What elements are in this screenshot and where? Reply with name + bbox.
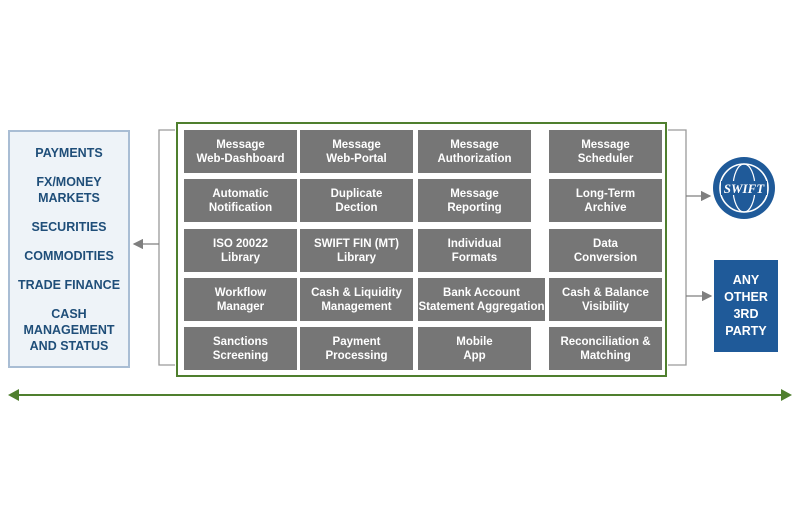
swift-logo-text: SWIFT [724, 181, 766, 196]
module-automatic-notification: Automatic Notification [184, 179, 297, 222]
module-bank-account-statement-aggregation: Bank Account Statement Aggregation [418, 278, 545, 321]
module-cash-balance-visibility: Cash & Balance Visibility [549, 278, 662, 321]
module-mobile-app: Mobile App [418, 327, 531, 370]
asset-class-cash-management: CASH MANAGEMENT AND STATUS [23, 306, 115, 353]
module-payment-processing: Payment Processing [300, 327, 413, 370]
module-message-reporting: Message Reporting [418, 179, 531, 222]
module-data-conversion: Data Conversion [549, 229, 662, 272]
module-duplicate-dection: Duplicate Dection [300, 179, 413, 222]
module-message-authorization: Message Authorization [418, 130, 531, 173]
module-individual-formats: Individual Formats [418, 229, 531, 272]
module-message-scheduler: Message Scheduler [549, 130, 662, 173]
module-message-web-dashboard: Message Web-Dashboard [184, 130, 297, 173]
asset-class-commodities: COMMODITIES [24, 248, 114, 263]
asset-class-fx-money-markets: FX/MONEY MARKETS [36, 174, 102, 205]
asset-class-panel: PAYMENTS FX/MONEY MARKETS SECURITIES COM… [8, 130, 130, 368]
bottom-double-arrow [8, 389, 792, 401]
module-long-term-archive: Long-Term Archive [549, 179, 662, 222]
asset-class-trade-finance: TRADE FINANCE [17, 277, 121, 292]
globe-icon: SWIFT [719, 163, 769, 213]
module-workflow-manager: Workflow Manager [184, 278, 297, 321]
swift-logo: SWIFT [713, 157, 775, 219]
asset-class-payments: PAYMENTS [35, 145, 103, 160]
module-cash-liquidity-management: Cash & Liquidity Management [300, 278, 413, 321]
left-bracket [158, 129, 175, 366]
module-message-web-portal: Message Web-Portal [300, 130, 413, 173]
module-reconciliation-matching: Reconciliation & Matching [549, 327, 662, 370]
module-iso-20022-library: ISO 20022 Library [184, 229, 297, 272]
module-grid: Message Web-Dashboard Message Web-Portal… [176, 122, 667, 377]
other-party-box: ANY OTHER 3RD PARTY [714, 260, 778, 352]
module-sanctions-screening: Sanctions Screening [184, 327, 297, 370]
right-bracket [668, 129, 687, 366]
asset-class-securities: SECURITIES [31, 219, 107, 234]
module-swift-fin-library: SWIFT FIN (MT) Library [300, 229, 413, 272]
